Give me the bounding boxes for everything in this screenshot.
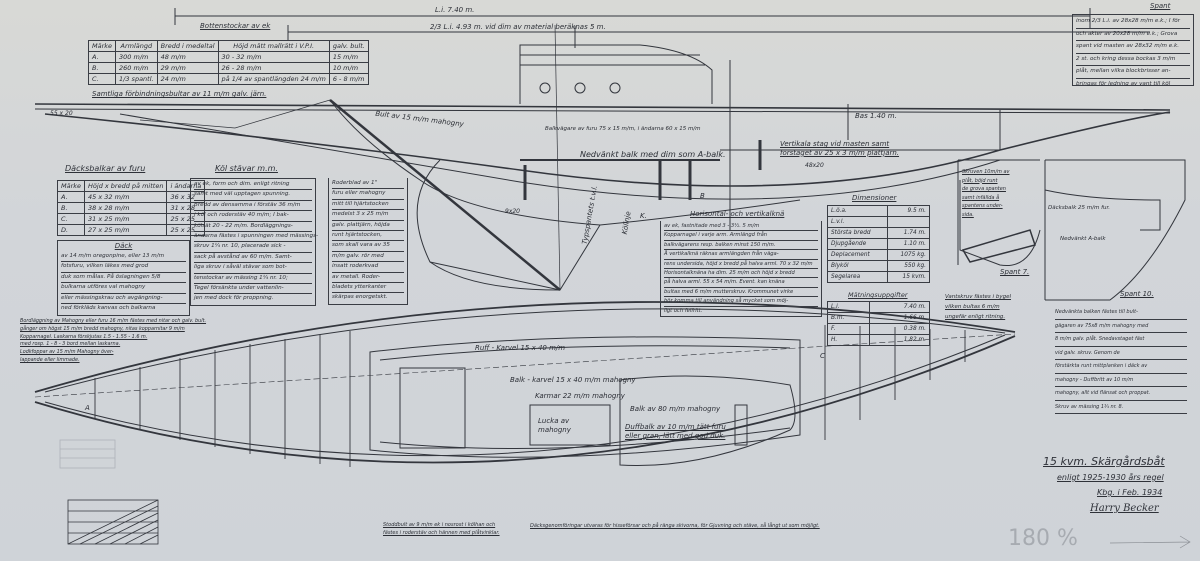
label-ruff: Ruff - Karvel 15 x 40 m/m — [475, 344, 566, 352]
right-note: Nedvänkta balken fästes till bult-gägare… — [1055, 306, 1187, 414]
table-row: H.1.82 m. — [827, 334, 931, 346]
archive-stamp — [59, 439, 116, 469]
section-spant-7 — [957, 159, 1041, 267]
label-c: C — [820, 352, 825, 360]
table-row: L.ö.a.9.5 m. — [826, 205, 930, 217]
spant-title: Spant — [1150, 2, 1171, 10]
knae-title: Horisontal- och vertikalknä — [690, 210, 785, 218]
label-k: K. — [640, 212, 647, 220]
label-b: B — [700, 192, 705, 200]
spant10-nedvankt: Nedvänkt A-balk — [1060, 236, 1106, 242]
signature: Harry Becker — [1090, 503, 1159, 514]
label-karmar: Karmar 22 m/m mahogny — [535, 392, 625, 400]
pencil-note: 180 % — [1008, 526, 1078, 551]
label-a: A — [85, 404, 90, 412]
spant7-label: Spant 7. — [1000, 268, 1030, 276]
table-row: L.i.7.40 m. — [827, 301, 931, 313]
label-9x20: 9x20 — [505, 208, 521, 215]
table-row: L.v.l. — [826, 216, 930, 228]
drawing-title: 15 kvm. Skärgårdsbåt — [1043, 455, 1165, 468]
hull-profile — [34, 24, 1171, 291]
label-bas: Bas 1.40 m. — [855, 112, 897, 120]
pencil-arrow — [1109, 535, 1191, 549]
spant10-balk: Däcksbalk 25 m/m fur. — [1048, 205, 1110, 211]
kol-title: Köl stävar m.m. — [215, 164, 278, 173]
spant10-label: Spant 10. — [1120, 290, 1154, 298]
scale-bar — [67, 499, 159, 545]
bottenstockar-note: Samtliga förbindningsbultar av 11 m/m ga… — [92, 90, 267, 98]
daecksbalkar-title: Däcksbalkar av furu — [65, 164, 146, 173]
table-row: B.m.1.66 m. — [827, 312, 931, 324]
dimension-overall: L.i. 7.40 m. — [435, 6, 475, 14]
dimension-lines — [174, 8, 1150, 48]
drawing-rule: enligt 1925-1930 års regel — [1057, 473, 1164, 482]
table-row: F.0.38 m. — [827, 323, 931, 335]
matning-title: Mätningsuppgifter — [848, 291, 908, 299]
label-48x20: 48x20 — [805, 162, 824, 169]
label-nedvankt-balk: Nedvänkt balk med dim som A-balk. — [580, 150, 726, 159]
label-55x20: 55 x 20 — [50, 110, 73, 117]
dimensioner-title: Dimensioner — [852, 194, 897, 202]
bottenstockar-title: Bottenstockar av ek — [200, 22, 271, 30]
section-spant-10 — [1044, 159, 1186, 301]
drawing-date: Kbg. i Feb. 1934 — [1097, 488, 1163, 497]
label-daecksgenomforing: Däcksgenomföringar utvaras för hisseförs… — [530, 523, 820, 529]
label-balkvagare: Balkvägare av furu 75 x 15 m/m, i ändarn… — [545, 126, 701, 132]
label-stoddbult: Stoddbult av 9 m/m ek i nosrost i kölhan… — [383, 522, 500, 536]
label-balk-karvel: Balk - karvel 15 x 40 m/m mahogny — [510, 376, 636, 384]
bordlaggning-note: Bordläggning av Mahogny eller furu 16 m/… — [20, 318, 207, 363]
label-sittbrunn: Balk av 80 m/m mahogny — [630, 405, 721, 413]
matning-table: L.i.7.40 m. B.m.1.66 m. F.0.38 m. H.1.82… — [827, 301, 931, 346]
dimension-two-thirds: 2/3 L.i. 4.93 m. vid dim av material ber… — [430, 23, 606, 31]
